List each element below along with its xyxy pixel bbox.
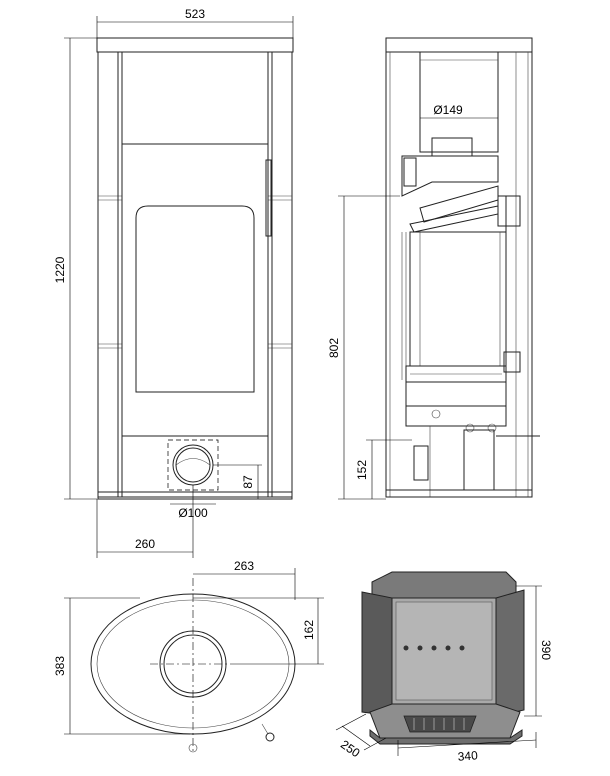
front-height-label: 1220 bbox=[53, 256, 67, 283]
firebox-height-label: 802 bbox=[327, 338, 341, 358]
air-inlet-height-label: 152 bbox=[355, 460, 369, 480]
firebox-view bbox=[361, 571, 525, 745]
top-view bbox=[90, 578, 296, 753]
top-depth-offset-label: 162 bbox=[302, 620, 316, 640]
side-view bbox=[385, 37, 540, 498]
firebox-width-label: 340 bbox=[457, 748, 478, 763]
firebox-height-label: 390 bbox=[539, 640, 553, 660]
top-dimensions: 263 162 383 bbox=[53, 559, 324, 735]
flue-diameter-label: Ø100 bbox=[178, 506, 208, 520]
front-view bbox=[96, 37, 294, 500]
front-dimensions: 523 1220 87 Ø100 260 bbox=[53, 7, 294, 558]
side-dimensions: Ø149 802 152 bbox=[327, 103, 498, 500]
flue-offset-label: 260 bbox=[135, 537, 155, 551]
firebox-depth-label: 250 bbox=[338, 737, 363, 760]
flue-height-label: 87 bbox=[241, 475, 255, 489]
top-depth-label: 383 bbox=[53, 656, 67, 676]
top-flue-diameter-label: Ø149 bbox=[433, 103, 463, 117]
front-width-label: 523 bbox=[185, 7, 205, 21]
top-flue-offset-label: 263 bbox=[234, 559, 254, 573]
